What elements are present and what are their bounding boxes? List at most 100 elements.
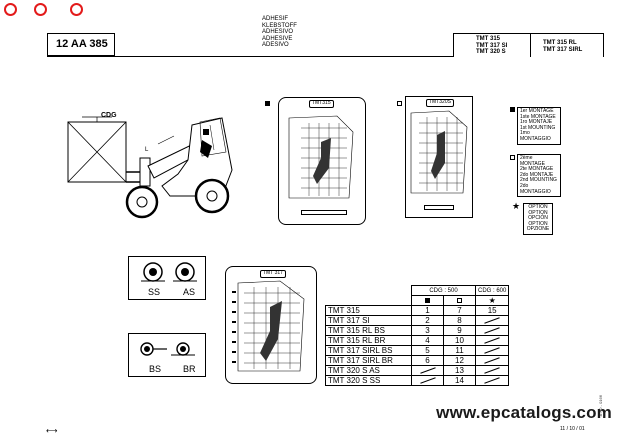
star-icon: ★ xyxy=(474,295,510,306)
cell-a1: 4 xyxy=(411,335,444,346)
chart-c-label: TMT 317 xyxy=(260,270,286,278)
legend-first-de: 1ste MONTAGE xyxy=(520,113,556,120)
side-ref: A - D - 0166 xyxy=(598,395,603,417)
model-tmt315rl: TMT 315 RL xyxy=(543,40,577,46)
table-row: TMT 315 RL BR 4 10 xyxy=(325,335,510,346)
cell-a1: 5 xyxy=(411,345,444,356)
header-rule xyxy=(47,56,604,57)
cell-a1: 3 xyxy=(411,325,444,336)
legend-first-es: 1ro MONTAJE xyxy=(520,119,553,126)
table-row: TMT 317 SIRL BS 5 11 xyxy=(325,345,510,356)
tire-bs-label: BS xyxy=(149,364,162,374)
part-code-box: 12 AA 385 xyxy=(47,33,115,56)
cell-a1-empty xyxy=(411,375,444,386)
legend-option-en: OPTION xyxy=(528,220,548,227)
tire-tread-icon xyxy=(141,262,197,282)
window-dot-2[interactable] xyxy=(34,3,47,16)
models-box-left: TMT 315 TMT 317 SI TMT 320 S xyxy=(453,33,531,57)
models-box-right: TMT 315 RL TMT 317 SIRL xyxy=(530,33,604,57)
row-label: TMT 315 RL BR xyxy=(325,335,412,346)
cell-a1: 6 xyxy=(411,355,444,366)
page-ref: 11 / 10 / 01 xyxy=(560,426,585,432)
legend-second-en: 2nd MOUNTING xyxy=(520,177,557,184)
cell-a1: 1 xyxy=(411,305,444,316)
model-tmt317si: TMT 317 SI xyxy=(476,42,508,49)
legend-second-it: 2do MONTAGGIO xyxy=(520,182,551,195)
legend-first-mounting: 1er MONTAGE 1ste MONTAGE 1ro MONTAJE 1st… xyxy=(517,107,561,145)
cell-a2: 11 xyxy=(443,345,476,356)
cell-a2: 10 xyxy=(443,335,476,346)
legend-open-square xyxy=(510,155,515,160)
table-row: TMT 320 S AS 13 xyxy=(325,365,510,376)
legend-first-en: 1st MOUNTING xyxy=(520,124,556,131)
cell-a1-empty xyxy=(411,365,444,376)
cell-a2: 7 xyxy=(443,305,476,316)
chart-a-label: TMT315 xyxy=(309,100,334,108)
col-cdg-500: CDG : 500 xyxy=(411,285,476,296)
legend-option: OPTION OPTION OPCIÓN OPTION OPZIONE xyxy=(523,203,553,235)
tire-as-label: AS xyxy=(183,287,196,297)
chart-a-marker xyxy=(265,101,270,106)
l-label: L xyxy=(145,147,149,153)
watermark[interactable]: www.epcatalogs.com xyxy=(436,403,612,422)
legend-filled-square xyxy=(510,107,515,112)
model-tmt317sirl: TMT 317 SIRL xyxy=(543,46,583,53)
cell-b-empty xyxy=(474,325,510,336)
row-label: TMT 317 SI xyxy=(325,315,412,326)
load-chart-c: TMT 317 xyxy=(225,266,317,384)
col-cdg-600: CDG : 600 xyxy=(474,285,510,296)
load-chart-b: TMT320S xyxy=(405,96,473,218)
window-dot-3[interactable] xyxy=(70,3,83,16)
cell-b-empty xyxy=(474,355,510,366)
legend-option-es: OPCIÓN xyxy=(528,215,548,222)
cell-b-empty xyxy=(474,345,510,356)
table-header-row: CDG : 500 CDG : 600 xyxy=(326,285,510,296)
cell-a2: 8 xyxy=(443,315,476,326)
tire-br-label: BR xyxy=(183,364,196,374)
cell-a2: 13 xyxy=(443,365,476,376)
chart-b-marker xyxy=(397,101,402,106)
cell-a2: 12 xyxy=(443,355,476,366)
legend-star-icon: ★ xyxy=(512,201,521,211)
adhesive-languages: ADHESIF KLEBSTOFF ADHESIVO ADHESIVE ADES… xyxy=(262,16,342,49)
chart-a-grid xyxy=(288,115,354,199)
window-dot-1[interactable] xyxy=(4,3,17,16)
table-row: TMT 315 RL BS 3 9 xyxy=(325,325,510,336)
legend-second-fr: 2ème MONTAGE xyxy=(520,155,545,167)
tire-ss-label: SS xyxy=(148,287,161,297)
filled-square-icon xyxy=(411,295,444,306)
table-symbol-row: ★ xyxy=(326,295,510,306)
model-tmt320s: TMT 320 S xyxy=(476,49,506,56)
part-code: 12 AA 385 xyxy=(56,38,108,50)
table-row: TMT 317 SI 2 8 xyxy=(325,315,510,326)
legend-second-es: 2do MONTAJE xyxy=(520,171,554,178)
cell-a2: 9 xyxy=(443,325,476,336)
chart-b-label: TMT320S xyxy=(426,99,454,107)
legend-first-fr: 1er MONTAGE xyxy=(520,108,554,114)
cell-b-empty xyxy=(474,335,510,346)
lang-de: KLEBSTOFF xyxy=(262,22,297,29)
cell-b-empty xyxy=(474,375,510,386)
legend-option-it: OPZIONE xyxy=(526,226,550,233)
cell-b-empty xyxy=(474,315,510,326)
chart-b-footer xyxy=(424,205,454,210)
tire-box-ss-as: SS AS xyxy=(128,256,206,300)
table-row: TMT 320 S SS 14 xyxy=(325,375,510,386)
legend-option-de: OPTION xyxy=(528,209,548,216)
cell-b-empty xyxy=(474,365,510,376)
lang-en: ADHESIVE xyxy=(262,35,293,42)
legend-second-mounting: 2ème MONTAGE 2te MONTAGE 2do MONTAJE 2nd… xyxy=(517,154,561,198)
scale-arrow-icon: ⟷ xyxy=(46,426,58,435)
chart-c-grid xyxy=(232,280,305,372)
model-tmt315: TMT 315 xyxy=(476,36,501,42)
telehandler-illustration xyxy=(67,116,233,219)
cell-b: 15 xyxy=(474,305,510,316)
lang-es: ADHESIVO xyxy=(262,29,294,36)
lang-it: ADESIVO xyxy=(262,42,289,49)
cell-a2: 14 xyxy=(443,375,476,386)
legend-option-fr: OPTION xyxy=(528,204,548,210)
chart-a-footer xyxy=(301,210,347,215)
load-chart-a: TMT315 xyxy=(278,97,366,225)
axle-icon xyxy=(140,342,195,356)
cell-a1: 2 xyxy=(411,315,444,326)
